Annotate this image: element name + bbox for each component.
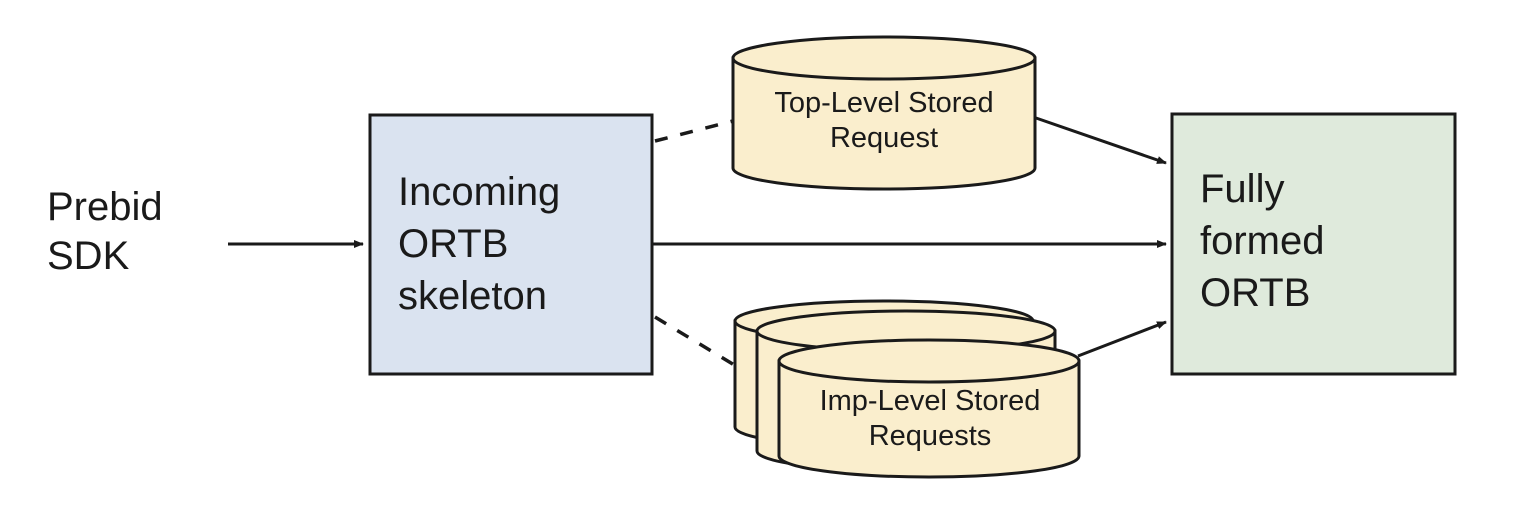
edge-imp-store-to-output [1077, 320, 1167, 358]
node-top-level-stored-request[interactable] [731, 35, 1037, 191]
edge-top-store-to-output [1035, 116, 1167, 165]
node-imp-level-stored-requests[interactable] [733, 299, 1081, 479]
edge-incoming-to-imp-store [654, 315, 737, 368]
node-fully-formed-ortb[interactable] [1170, 112, 1457, 376]
edge-incoming-to-top-store [654, 119, 734, 143]
node-incoming-ortb-skeleton[interactable] [368, 113, 654, 376]
imp-cylinder-front [777, 338, 1081, 479]
